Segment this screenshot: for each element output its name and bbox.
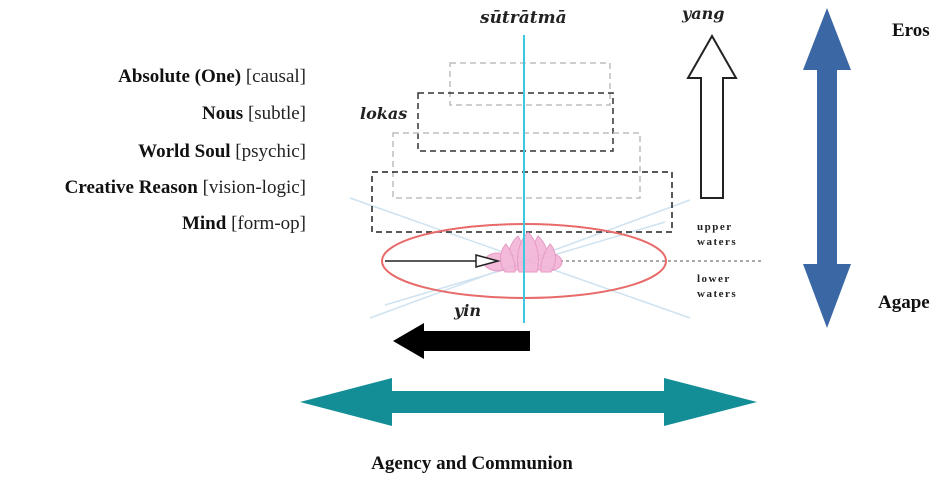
- level-mind: Mind [form-op]: [182, 213, 306, 235]
- level-creative-reason-name: Creative Reason: [64, 177, 198, 198]
- lower-waters-line1: lower: [697, 273, 731, 285]
- lower-waters-line2: waters: [697, 288, 738, 300]
- level-world-soul-bracket: [psychic]: [235, 141, 306, 162]
- level-absolute-name: Absolute (One): [118, 66, 242, 87]
- level-absolute: Absolute (One) [causal]: [118, 66, 306, 88]
- level-nous: Nous [subtle]: [202, 103, 306, 125]
- sutratma-label: sūtrātmā: [480, 8, 567, 28]
- level-world-soul: World Soul [psychic]: [138, 141, 306, 163]
- agency-communion-caption: Agency and Communion: [371, 453, 573, 474]
- level-absolute-bracket: [causal]: [245, 66, 306, 87]
- yang-arrow: [686, 33, 738, 199]
- level-mind-name: Mind: [181, 213, 227, 234]
- level-creative-reason-bracket: [vision-logic]: [202, 177, 306, 198]
- eros-label: Eros: [892, 20, 930, 41]
- loka-box-2: [417, 92, 614, 152]
- inner-arrow: [385, 254, 501, 268]
- level-nous-bracket: [subtle]: [247, 103, 306, 124]
- yin-label: yin: [454, 301, 482, 320]
- level-nous-name: Nous: [202, 103, 244, 124]
- yin-arrow: [393, 323, 530, 359]
- yang-label: yang: [682, 4, 725, 23]
- eros-agape-arrow: [803, 8, 851, 328]
- agape-label: Agape: [878, 292, 930, 313]
- upper-waters-line1: upper: [697, 221, 733, 233]
- lotus-icon: [483, 231, 563, 273]
- lokas-label: lokas: [360, 104, 408, 123]
- upper-waters-line2: waters: [697, 236, 738, 248]
- loka-box-4: [371, 171, 673, 233]
- level-world-soul-name: World Soul: [138, 141, 231, 162]
- loka-box-3: [392, 132, 641, 199]
- level-mind-bracket: [form-op]: [231, 213, 306, 234]
- loka-box-1: [449, 62, 611, 106]
- lower-waters-label: lower waters: [697, 272, 737, 302]
- agency-communion-arrow: [300, 378, 757, 426]
- level-creative-reason: Creative Reason [vision-logic]: [65, 177, 306, 199]
- upper-waters-label: upper waters: [697, 220, 737, 250]
